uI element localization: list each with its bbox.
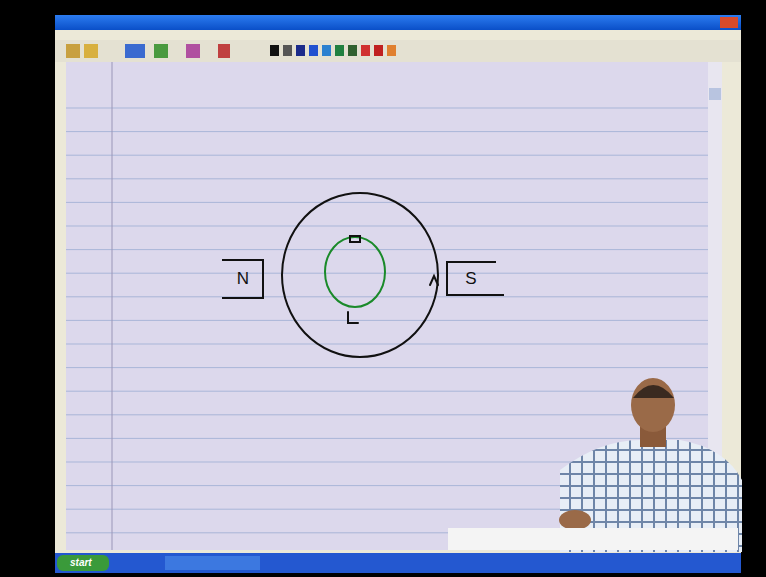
ruled-line (66, 273, 708, 274)
task-button (165, 556, 260, 570)
ruled-line (66, 438, 708, 439)
magnet-pole: N (222, 259, 264, 299)
ruled-line (66, 202, 708, 203)
taskbar (55, 553, 741, 573)
scroll-thumb (709, 88, 721, 100)
ruled-line (66, 249, 708, 250)
pole-outline-path (222, 260, 263, 298)
close-button (720, 17, 738, 28)
start-button (57, 555, 109, 571)
ruled-line (66, 391, 708, 392)
taskbar-label: start (70, 557, 92, 568)
margin-line (112, 62, 113, 550)
ruled-line (66, 226, 708, 227)
pole-letter: N (237, 269, 249, 289)
ruled-line (66, 344, 708, 345)
toolbar (55, 40, 741, 62)
magnet-pole: S (446, 261, 496, 296)
machine-drawing (282, 193, 438, 357)
ruled-line (66, 367, 708, 368)
pole-letter: S (465, 269, 476, 289)
ruled-line (66, 296, 708, 297)
ruled-line (66, 414, 708, 415)
lecturer (448, 378, 742, 552)
ruled-line (66, 178, 708, 179)
ruled-line (66, 155, 708, 156)
window-body (55, 15, 741, 560)
ruled-line (66, 108, 708, 109)
menu-bar (55, 30, 741, 40)
ruled-line (66, 131, 708, 132)
ruled-line (66, 320, 708, 321)
pole-outline-path (447, 262, 504, 295)
title-bar (55, 15, 741, 30)
